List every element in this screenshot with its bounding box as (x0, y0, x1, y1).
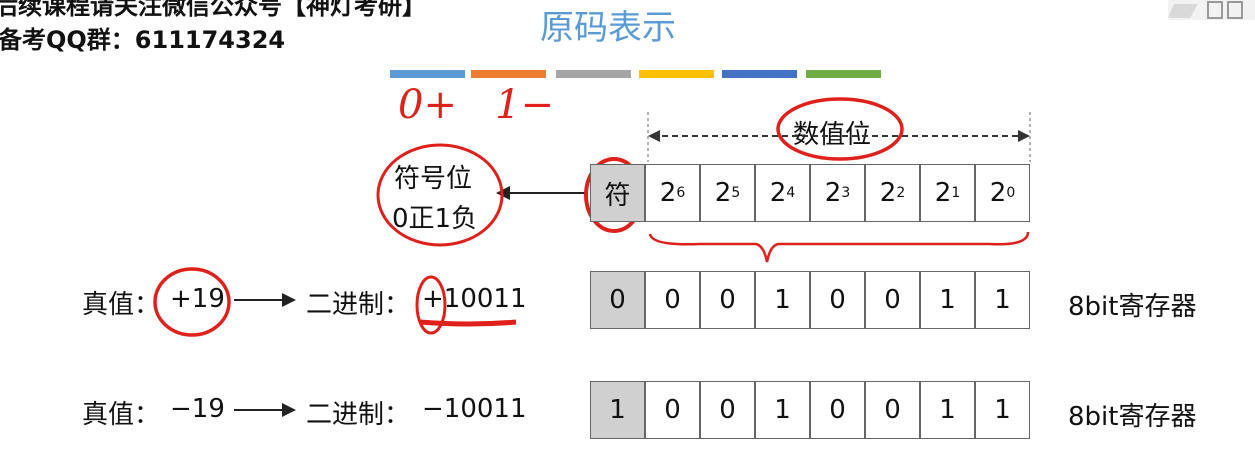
power-base: 2 (989, 178, 1007, 208)
header-line1: 后续课程请关注微信公众号【神灯考研】 (0, 0, 426, 20)
handwritten-note: 0+ 1− (398, 82, 555, 128)
bit-cell: 0 (700, 381, 755, 439)
row2-binary-label: 二进制： (306, 400, 411, 430)
power-base: 2 (824, 178, 842, 208)
bit-cell: 0 (865, 381, 920, 439)
sign-bit-cell: 1 (590, 381, 645, 439)
power-base: 2 (769, 178, 787, 208)
bit-cell: 1 (975, 381, 1030, 439)
bit-cell: 1 (920, 271, 975, 329)
power-base: 2 (934, 178, 952, 208)
binary-sign-circle (415, 275, 447, 335)
row1-true-value: +19 (170, 284, 225, 314)
row2-register-label: 8bit寄存器 (1068, 402, 1197, 432)
header-line2: 备考QQ群：611174324 (0, 26, 286, 54)
row1-binary-value: +10011 (422, 284, 527, 314)
row1-true-label: 真值： (82, 290, 161, 320)
sign-bit-cell: 0 (590, 271, 645, 329)
magnitude-brace (648, 231, 1030, 263)
color-segment-4 (639, 70, 714, 78)
bit-cell: 0 (865, 271, 920, 329)
sign-note-line1: 符号位 (394, 164, 473, 194)
bit-cell: 0 (645, 381, 700, 439)
bit-cell: 1 (975, 271, 1030, 329)
color-segment-5 (722, 70, 797, 78)
power-base: 2 (714, 178, 732, 208)
color-segment-3 (556, 70, 631, 78)
row2-true-label: 真值： (82, 400, 161, 430)
color-segment-1 (390, 70, 465, 78)
bit-cell: 0 (700, 271, 755, 329)
row2-true-value: −19 (170, 394, 225, 424)
sign-note-line2: 0正1负 (392, 204, 478, 234)
bit-cell: 1 (920, 381, 975, 439)
power-base: 2 (659, 178, 677, 208)
flow-arrow-2-head (282, 403, 296, 417)
color-segment-6 (806, 70, 881, 78)
bit-cell: 0 (810, 381, 865, 439)
bit-cell: 1 (755, 271, 810, 329)
sign-header-cell: 符 (590, 164, 645, 222)
bit-cell: 1 (755, 381, 810, 439)
bit-cell: 0 (645, 271, 700, 329)
flow-arrow-1-head (282, 293, 296, 307)
magnitude-label-circle (776, 97, 904, 161)
magnitude-arrow-left (648, 130, 660, 142)
row1-binary-label: 二进制： (306, 290, 411, 320)
color-segment-2 (471, 70, 546, 78)
slide-title: 原码表示 (540, 8, 676, 48)
row2-binary-value: −10011 (422, 394, 527, 424)
window-corner-icon (1168, 0, 1255, 20)
true-value-circle (153, 267, 231, 337)
power-base: 2 (879, 178, 897, 208)
row1-register-label: 8bit寄存器 (1068, 292, 1197, 322)
bit-cell: 0 (810, 271, 865, 329)
binary-underline (419, 319, 517, 327)
sign-note-circle (376, 143, 504, 247)
magnitude-arrow-right (1018, 130, 1030, 142)
